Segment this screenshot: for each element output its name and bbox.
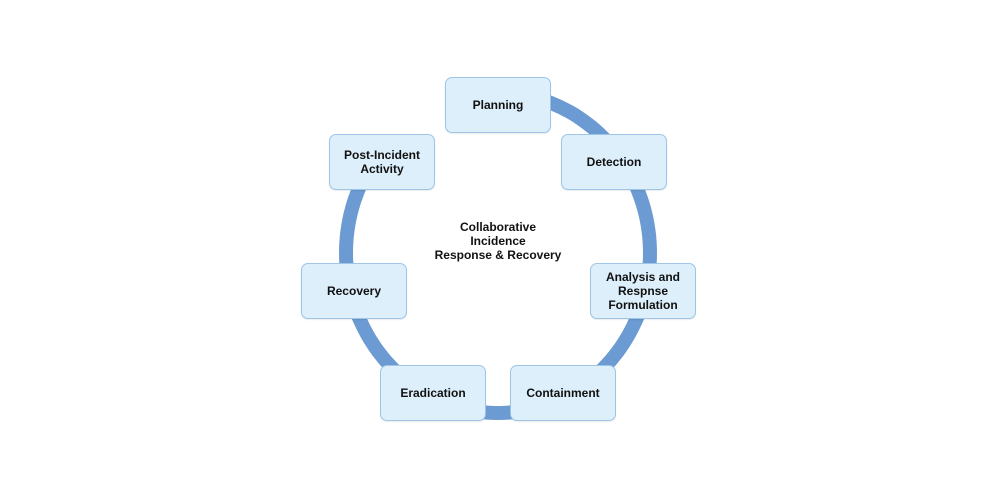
node-analysis: Analysis and Respnse Formulation: [590, 263, 696, 319]
node-recovery: Recovery: [301, 263, 407, 319]
center-title: Collaborative Incidence Response & Recov…: [434, 220, 562, 262]
node-post-incident: Post-Incident Activity: [329, 134, 435, 190]
node-containment: Containment: [510, 365, 616, 421]
node-planning: Planning: [445, 77, 551, 133]
node-detection: Detection: [561, 134, 667, 190]
node-eradication: Eradication: [380, 365, 486, 421]
